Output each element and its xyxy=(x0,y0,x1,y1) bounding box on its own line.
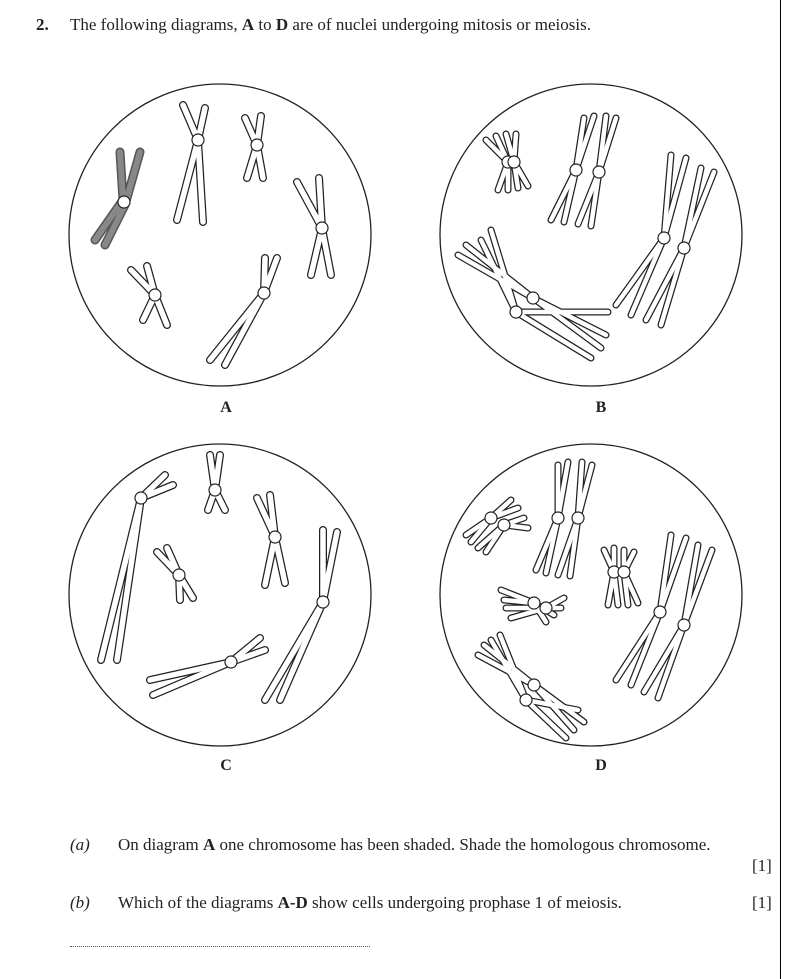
question-text: The following diagrams, A to D are of nu… xyxy=(70,15,591,34)
diagram-a xyxy=(68,83,372,387)
question-number: 2. xyxy=(36,15,49,34)
part-b-text: Which of the diagrams A-D show cells und… xyxy=(118,893,622,912)
diagram-c-label: C xyxy=(220,757,232,774)
part-b-label: (b) xyxy=(70,893,90,912)
part-b-marks: [1] xyxy=(752,893,772,912)
answer-line[interactable] xyxy=(70,946,370,947)
part-a-label: (a) xyxy=(70,835,90,854)
diagram-b-label: B xyxy=(595,399,607,416)
page-right-border xyxy=(780,0,781,979)
diagram-d xyxy=(439,443,743,747)
diagram-a-label: A xyxy=(220,399,232,416)
diagram-b xyxy=(439,83,743,387)
diagram-c xyxy=(68,443,372,747)
part-a-marks: [1] xyxy=(752,856,772,875)
diagram-d-label: D xyxy=(595,757,607,774)
part-a-text: On diagram A one chromosome has been sha… xyxy=(118,835,711,854)
